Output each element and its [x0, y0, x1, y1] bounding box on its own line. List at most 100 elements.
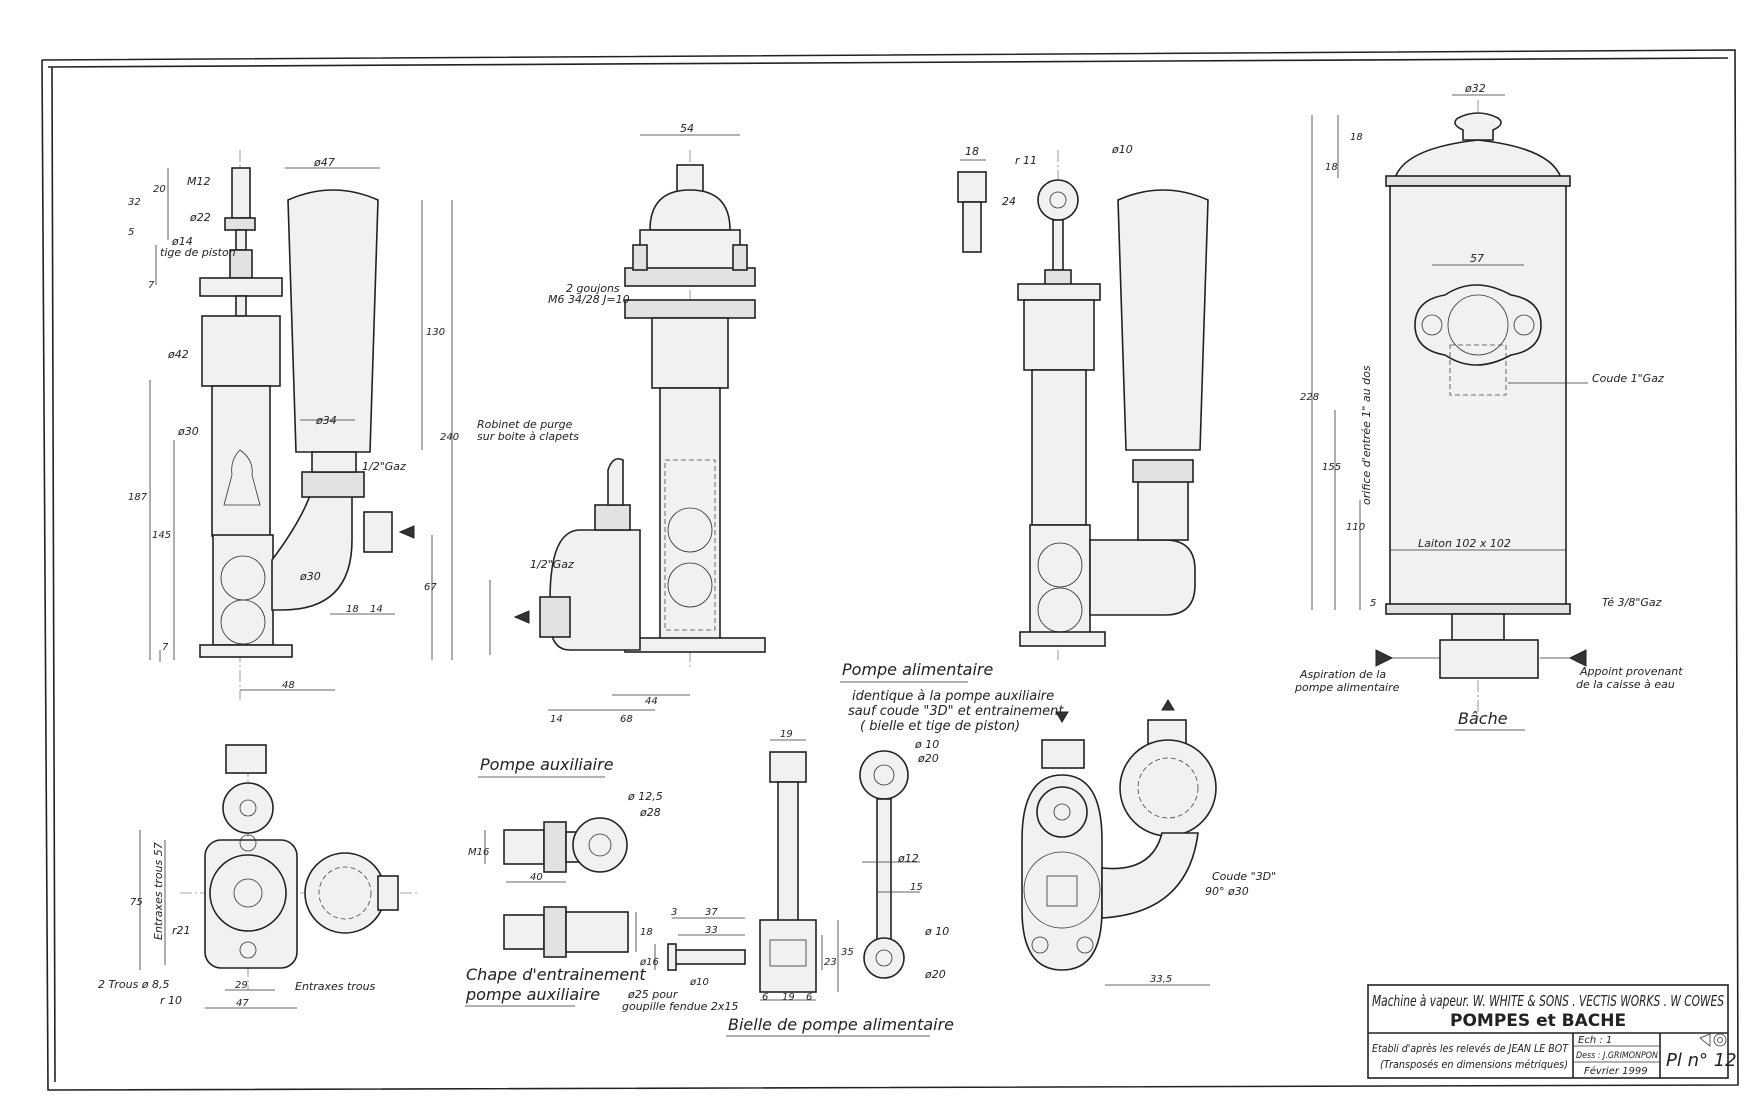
dimension: 20 [153, 184, 166, 195]
label: Robinet de purge [477, 418, 573, 431]
label: tige de piston [160, 246, 236, 259]
label: ø12 [897, 852, 919, 865]
dimension: ø10 [689, 977, 709, 988]
label: de la caisse à eau [1576, 678, 1675, 691]
title-block-project: Machine à vapeur. W. WHITE & SONS . VECT… [1372, 992, 1724, 1010]
dimension: 37 [705, 907, 718, 918]
dimension: 40 [530, 872, 543, 883]
pompe-auxiliaire-caption: Pompe auxiliaire [478, 755, 614, 778]
label: Laiton 102 x 102 [1418, 537, 1511, 550]
title-block-note: (Transposés en dimensions métriques) [1380, 1058, 1568, 1071]
dimension: 5 [1370, 598, 1376, 609]
dimension: 18 [346, 604, 359, 615]
label: ø42 [167, 348, 189, 361]
note-line: identique à la pompe auxiliaire [852, 689, 1054, 704]
view-title: Bâche [1458, 709, 1508, 728]
label: 1/2"Gaz [530, 558, 574, 571]
dimension: 240 [440, 432, 459, 443]
title-block-date: Février 1999 [1584, 1065, 1648, 1077]
label: ø47 [313, 156, 335, 169]
label: r21 [172, 924, 191, 937]
sheet-border [41, 49, 1739, 1091]
dimension: 35 [841, 947, 854, 958]
feed-pump-plan-view: Coude "3D" 90° ø30 33,5 [1021, 699, 1276, 986]
dimension: 187 [128, 492, 148, 503]
dimension: 110 [1346, 522, 1365, 533]
dimension: 29 [235, 980, 248, 991]
dimension: 7 [148, 280, 155, 291]
dimension: 3 [671, 907, 677, 918]
aux-pump-plan-view: Entraxes trous 57 75 r21 2 Trous ø 8,5 r… [98, 744, 420, 1009]
dimension: 68 [620, 714, 633, 725]
dimension: 18 [1325, 162, 1338, 173]
label: M6 34/28 J=10 [548, 293, 630, 306]
dimension: 130 [426, 327, 445, 338]
dimension: 155 [1322, 462, 1341, 473]
dimension: 145 [152, 530, 171, 541]
chape-view: ø 12,5 ø28 M16 40 18 3 37 33 ø16 ø10 ø25… [465, 790, 746, 1013]
label: 2 goujons [566, 282, 620, 295]
label: ø28 [639, 806, 661, 819]
dimension: 15 [910, 882, 923, 893]
label: Coude 1"Gaz [1592, 372, 1664, 385]
label: pompe alimentaire [1294, 681, 1400, 694]
title-block-title: POMPES et BACHE [1450, 1011, 1626, 1031]
label: Entraxes trous 57 [152, 842, 165, 940]
label: ø34 [315, 414, 337, 427]
dimension: 48 [282, 680, 295, 691]
label: ø14 [171, 235, 193, 248]
label: 24 [1002, 195, 1016, 208]
dimension: 33 [705, 925, 718, 936]
label: Aspiration de la [1299, 668, 1386, 681]
dimension: 5 [128, 227, 134, 238]
dimension: 19 [782, 992, 795, 1003]
dimension: 7 [162, 642, 169, 653]
view-title: Chape d'entrainement [466, 965, 646, 984]
view-title: Bielle de pompe alimentaire [728, 1015, 954, 1034]
dimension: 6 [762, 992, 768, 1003]
label: ø30 [299, 570, 321, 583]
dimension: M16 [468, 847, 489, 858]
title-block-scale: Ech : 1 [1578, 1035, 1612, 1046]
label: ø30 [177, 425, 199, 438]
dimension: ø16 [639, 957, 659, 968]
label: ø 10 [924, 925, 949, 938]
dimension: 44 [645, 696, 658, 707]
title-block: Machine à vapeur. W. WHITE & SONS . VECT… [1367, 984, 1737, 1079]
view-title: pompe auxiliaire [465, 985, 600, 1004]
dimension: 23 [824, 957, 837, 968]
label: 90° ø30 [1205, 885, 1249, 898]
label: 57 [1470, 252, 1484, 265]
label: 2 Trous ø 8,5 [98, 978, 170, 991]
label: ø20 [924, 968, 946, 981]
label: ø22 [189, 211, 211, 224]
dimension: 19 [780, 729, 793, 740]
label: sur boite à clapets [477, 430, 579, 443]
label: orifice d'entrée 1" au dos [1360, 365, 1373, 505]
label: r 10 [160, 994, 182, 1007]
label: Coude "3D" [1212, 870, 1276, 883]
note-line: sauf coude "3D" et entrainement [848, 704, 1064, 719]
label: M12 [187, 175, 211, 188]
label: r 11 [1015, 154, 1037, 167]
aux-pump-front-view: M12 ø22 ø14 tige de piston ø42 ø30 ø47 ø… [128, 150, 459, 700]
dimension: 33,5 [1150, 974, 1172, 985]
label: 1/2"Gaz [362, 460, 406, 473]
label: Appoint provenant [1579, 665, 1683, 678]
dimension: 18 [640, 927, 653, 938]
aux-pump-side-view: 54 2 goujons M6 34/28 J=10 Robinet de pu… [477, 122, 766, 725]
label: 18 [965, 145, 979, 158]
label: Té 3/8"Gaz [1602, 596, 1662, 609]
view-title: Pompe alimentaire [842, 660, 993, 679]
note-line: ( bielle et tige de piston) [860, 719, 1020, 734]
dimension: 47 [236, 998, 249, 1009]
label: ø20 [917, 752, 939, 765]
label: goupille fendue 2x15 [622, 1000, 738, 1013]
projection-symbol-icon [1699, 1033, 1727, 1047]
bache-tank-view: ø32 18 18 57 Coude 1"Gaz 228 155 110 ori… [1294, 82, 1683, 731]
dimension: 75 [130, 897, 143, 908]
bielle-view: 19 ø 10 ø20 ø12 15 ø 10 ø20 23 35 6 19 6… [726, 729, 954, 1037]
view-title: Pompe auxiliaire [480, 755, 614, 774]
label: ø25 pour [627, 988, 679, 1001]
